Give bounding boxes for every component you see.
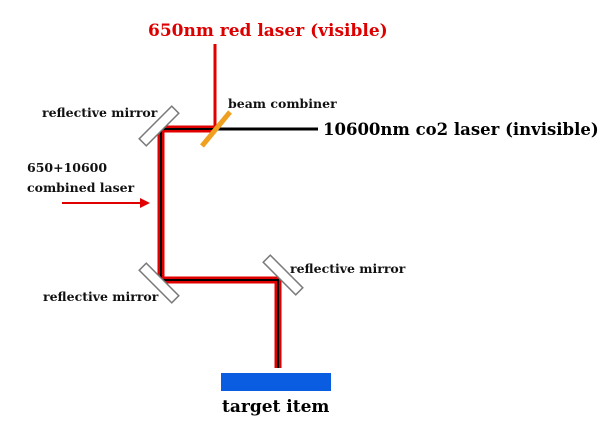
mirror-bottom-right [262, 254, 304, 296]
mirror-bottom-left [138, 262, 180, 304]
mirror-top-left-label: reflective mirror [42, 105, 158, 120]
target-item-label: target item [222, 397, 329, 417]
mirror-top-left [138, 105, 180, 147]
mirror-bottom-left-label: reflective mirror [43, 289, 159, 304]
combined-beam-outer [157, 125, 282, 368]
co2-laser-label: 10600nm co2 laser (invisible) [323, 120, 599, 139]
mirror-bottom-right-label: reflective mirror [290, 261, 406, 276]
combined-laser-label-line1: 650+10600 [27, 160, 107, 175]
beam-combiner [200, 110, 232, 148]
combined-laser-label-line2: combined laser [27, 180, 135, 195]
red-laser-label: 650nm red laser (visible) [148, 21, 388, 41]
combined-beam-core [160, 128, 279, 368]
beam-combiner-label: beam combiner [228, 96, 337, 111]
target-item [221, 373, 331, 391]
